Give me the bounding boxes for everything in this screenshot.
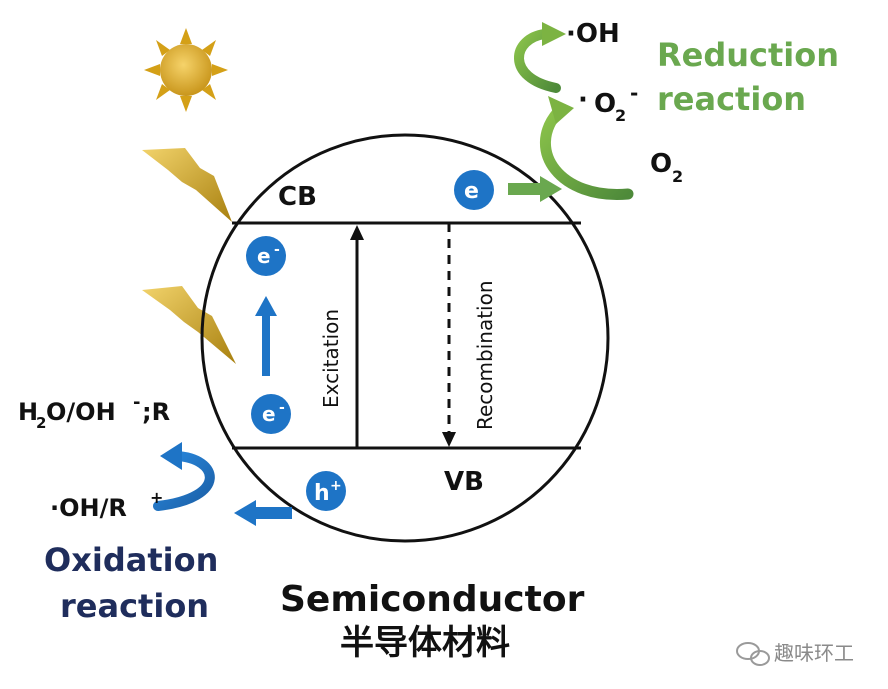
semiconductor-title-cn: 半导体材料 [340,623,510,663]
svg-text:-: - [279,400,285,416]
svg-text:+: + [330,478,342,494]
electron-bottom: e - [251,394,291,434]
reactant-label: H 2 O/OH - ;R [18,392,170,432]
svg-text:H: H [18,398,38,426]
recombination-arrow [442,223,456,447]
cb-label: CB [278,182,317,212]
excitation-arrow [350,225,364,448]
svg-text:2: 2 [672,167,683,186]
svg-text:+: + [150,488,163,507]
electron-up-arrow [255,296,277,376]
svg-text:·OH/R: ·OH/R [50,494,127,522]
watermark-label: 趣味环工 [774,641,854,665]
excitation-label: Excitation [319,309,343,408]
svg-text:·: · [578,85,588,115]
svg-text:O/OH: O/OH [46,398,116,426]
lightning-bolt-icon [142,286,236,364]
lightning-bolt-icon [142,148,232,222]
electron-transfer-arrow [508,176,562,202]
sun-icon [144,28,228,112]
svg-text:O: O [650,149,672,179]
reduction-curve-arrow-upper [514,22,566,93]
recombination-label: Recombination [473,280,497,430]
svg-text:-: - [274,242,280,258]
oh-radical-label: ·OH [566,19,620,49]
svg-text:;R: ;R [142,398,170,426]
svg-text:2: 2 [615,106,626,125]
oxidation-title-line2: reaction [60,587,209,625]
semiconductor-title: Semiconductor [280,579,585,620]
electron-cb: e [454,170,494,210]
reduction-curve-arrow-lower [540,96,634,200]
superoxide-label: · O 2 - [578,81,638,125]
hole-vb: h + [306,471,346,511]
svg-text:O: O [594,89,616,119]
oxygen-label: O 2 [650,149,683,186]
svg-text:2: 2 [36,414,46,432]
electron-top: e - [246,236,286,276]
svg-text:e: e [464,179,479,204]
svg-text:-: - [630,81,638,105]
hole-transfer-arrow [234,500,292,526]
wechat-icon [736,642,770,666]
semiconductor-particle [200,133,610,543]
reduction-title-line1: Reduction [657,36,839,74]
oxidation-title-line1: Oxidation [44,541,218,579]
svg-text:-: - [133,392,140,413]
svg-text:h: h [314,481,330,506]
vb-label: VB [444,467,484,497]
svg-text:e: e [257,244,271,268]
reduction-title-line2: reaction [657,80,806,118]
product-label: ·OH/R + [50,488,163,522]
oxidation-curve-arrow [153,442,215,511]
svg-text:e: e [262,402,276,426]
